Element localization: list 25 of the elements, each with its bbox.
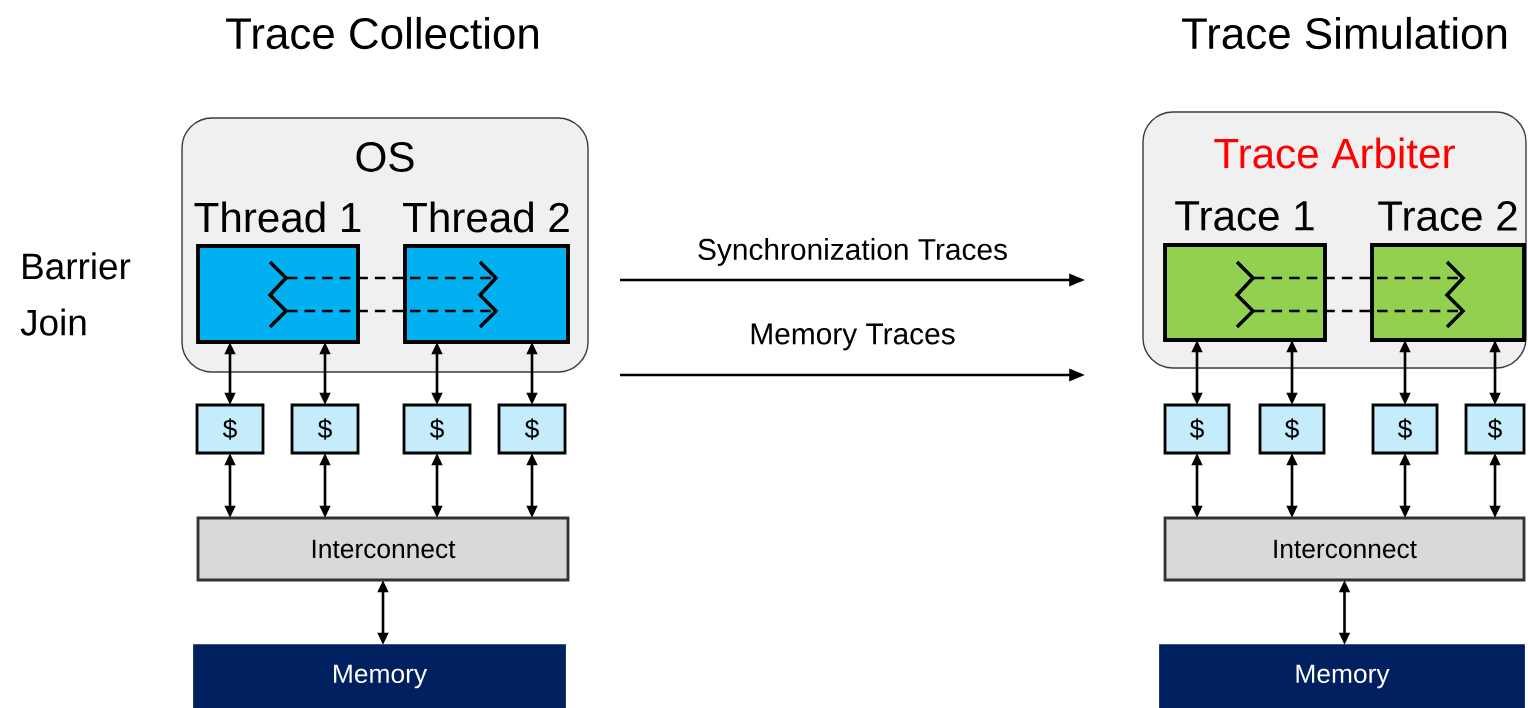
cache-box: $	[195, 403, 265, 455]
interconnect-box: Interconnect	[1163, 516, 1526, 582]
thread-box: Thread 1	[194, 201, 361, 344]
node-label: Trace 2	[1378, 201, 1517, 231]
node-label: Thread 1	[194, 201, 361, 233]
heading: Trace Collection	[226, 16, 538, 50]
cache-box: $	[1163, 403, 1231, 455]
interconnect-box: Interconnect	[196, 516, 570, 582]
trace-box: Trace 1	[1163, 201, 1327, 342]
heading: Trace Simulation	[1182, 16, 1507, 50]
memory-box: Memory	[1159, 644, 1525, 708]
cache-box: $	[1371, 403, 1439, 455]
trace-box: Trace 2	[1370, 201, 1526, 342]
edge-label: Memory Traces	[751, 323, 955, 351]
edge-label: Synchronization Traces	[698, 238, 1007, 266]
node-label: Trace 1	[1175, 201, 1314, 231]
thread-box: Thread 2	[403, 201, 570, 344]
cache-box: $	[497, 403, 567, 455]
cache-box: $	[402, 403, 472, 455]
note: Barrier Join	[20, 252, 131, 336]
memory-box: Memory	[193, 644, 566, 708]
node-label: Thread 2	[403, 201, 569, 233]
cache-box: $	[1258, 403, 1326, 455]
cache-box: $	[290, 403, 360, 455]
cache-box: $	[1464, 403, 1526, 455]
